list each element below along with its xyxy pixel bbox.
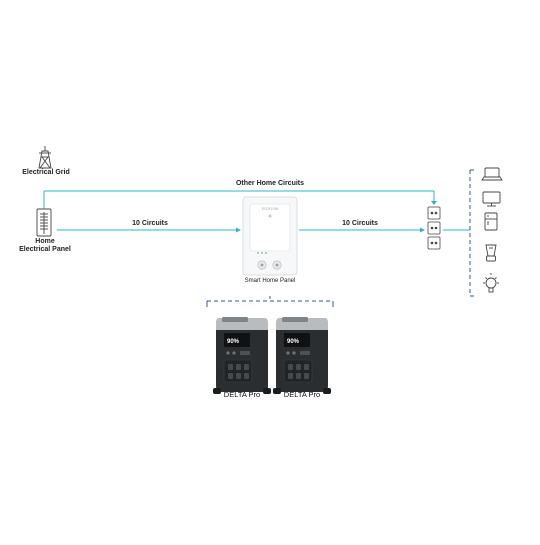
brand-mark: ECOFLOW [262, 207, 278, 211]
outlet-icon [427, 206, 441, 250]
laptop-icon [481, 167, 503, 181]
delta-pro-left: 90% [213, 317, 271, 394]
battery-bracket [206, 296, 334, 307]
blender-icon [485, 244, 497, 262]
panel-to-smart-line [57, 227, 241, 233]
monitor-icon [482, 191, 501, 207]
label-home-panel-line2: Electrical Panel [19, 246, 71, 253]
label-delta-pro-left: DELTA Pro [223, 390, 261, 399]
label-smart-home-panel: Smart Home Panel [244, 278, 296, 284]
label-home-panel-line1: Home [35, 238, 55, 245]
label-circuits-left: 10 Circuits [132, 220, 168, 227]
label-delta-pro-right: DELTA Pro [283, 390, 321, 399]
other-circuits-line [43, 190, 437, 209]
smart-home-panel: ECOFLOW [242, 196, 298, 276]
label-circuits-right: 10 Circuits [342, 220, 378, 227]
light-bulb-icon [483, 273, 499, 293]
device-bracket [469, 169, 474, 297]
screen-readout: 90% [227, 339, 240, 345]
refrigerator-icon [484, 212, 498, 231]
label-other-circuits: Other Home Circuits [235, 180, 305, 187]
screen-readout: 90% [287, 339, 300, 345]
electrical-panel-icon [36, 208, 52, 237]
smart-to-outlets-line [299, 227, 425, 233]
delta-pro-right: 90% [273, 317, 331, 394]
label-electrical-grid: Electrical Grid [22, 169, 70, 176]
power-tower-icon [38, 146, 52, 169]
